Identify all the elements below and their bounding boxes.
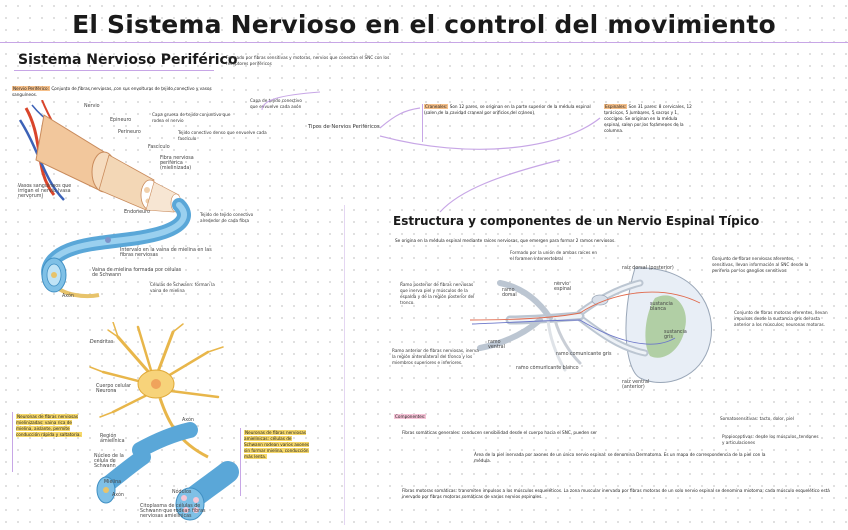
- componentes-item1-a: Somatosensitivas: tacto, dolor, piel: [720, 416, 830, 422]
- componentes-dermatoma: Área de la piel inervada por axones de u…: [474, 452, 774, 464]
- label-nervio-espinal: nervio espinal: [554, 282, 578, 292]
- note-ramo-dorsal: Ramo posterior de fibras nerviosas que i…: [400, 282, 480, 306]
- label-ramo-blanco: ramo comunicante blanco: [516, 366, 579, 371]
- label-raiz-dorsal: raíz dorsal (posterior): [622, 266, 674, 271]
- label-ramo-gris: ramo comunicante gris: [556, 352, 612, 357]
- componentes-item1: Fibras somáticas generales: conducen sen…: [402, 430, 722, 436]
- spinal-nerve-diagram: [460, 258, 730, 398]
- componentes-label: Componentes:: [394, 414, 426, 420]
- label-ramo-ventral: ramo ventral: [488, 340, 518, 350]
- note-raiz-dorsal: Conjunto de fibras nerviosas aferentes, …: [712, 256, 812, 274]
- componentes-label-text: Componentes:: [394, 414, 426, 419]
- estructura-heading: Estructura y componentes de un Nervio Es…: [393, 214, 759, 228]
- label-raiz-ventral: raíz ventral (anterior): [622, 380, 662, 390]
- label-ramo-dorsal: ramo dorsal: [502, 288, 530, 298]
- label-sustancia-blanca: sustancia blanca: [650, 302, 680, 312]
- note-raiz-ventral: Conjunto de fibras motoras eferentes, ll…: [734, 310, 830, 328]
- estructura-subtitle: Se origina en la médula espinal mediante…: [395, 238, 815, 244]
- note-ramo-ventral: Ramo anterior de fibras nerviosas, inerv…: [392, 348, 482, 366]
- componentes-item1-b: Propioceptivas: desde los músculos, tend…: [722, 434, 822, 446]
- componentes-item2: Fibras motoras somáticas: transmiten imp…: [402, 488, 832, 500]
- label-sustancia-gris: sustancia gris: [664, 330, 694, 340]
